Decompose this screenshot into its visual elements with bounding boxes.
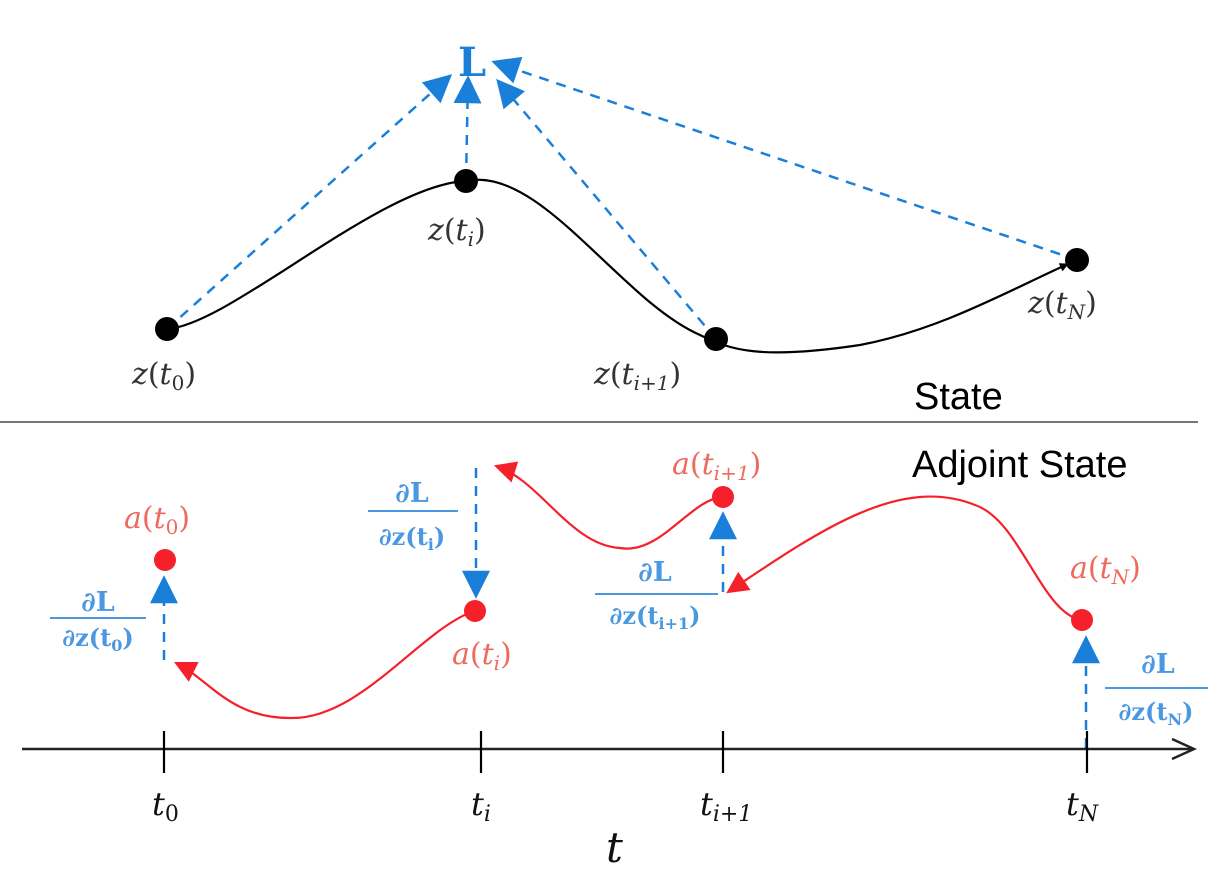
- loss-arrow-from-z-t0: [166, 74, 453, 330]
- gradient-label-t0: ∂L ∂z(t0): [50, 587, 146, 655]
- svg-text:∂z(tN): ∂z(tN): [1119, 697, 1194, 729]
- state-point-ti: [454, 169, 478, 193]
- loss-arrow-from-z-ti: [453, 75, 482, 182]
- state-point-t0: [155, 317, 179, 341]
- svg-text:∂L: ∂L: [1141, 649, 1174, 680]
- tick-label-t0: t0: [152, 785, 179, 827]
- state-panel: L z(t0) z(ti) z(ti+1) z(tN) State: [131, 39, 1097, 418]
- adjoint-label-ti1: a(ti+1): [672, 447, 761, 485]
- svg-text:∂z(ti+1): ∂z(ti+1): [610, 601, 701, 633]
- tick-label-tN: tN: [1066, 785, 1099, 827]
- loss-arrow-from-z-tN: [491, 56, 1078, 262]
- loss-label: L: [458, 39, 486, 86]
- state-section-label: State: [914, 376, 1003, 418]
- svg-text:∂z(ti): ∂z(ti): [379, 522, 445, 554]
- gradient-label-tN: ∂L ∂z(tN): [1105, 649, 1208, 729]
- axis-arrow-icon: [1171, 737, 1198, 761]
- state-label-ti1: z(ti+1): [593, 357, 681, 395]
- adjoint-curve-ti-to-t0: [174, 609, 475, 720]
- adjoint-point-t0: [154, 549, 176, 571]
- adjoint-label-t0: a(t0): [124, 501, 190, 539]
- adjoint-section-label: Adjoint State: [912, 444, 1127, 486]
- tick-label-ti1: ti+1: [700, 785, 752, 827]
- adjoint-point-ti1: [712, 486, 734, 508]
- adjoint-curve-tN-to-ti1: [726, 495, 1081, 622]
- adjoint-label-tN: a(tN): [1070, 551, 1141, 589]
- state-label-t0: z(t0): [131, 357, 196, 395]
- svg-text:∂L: ∂L: [638, 557, 671, 588]
- loss-dependency-arrows: [166, 56, 1078, 340]
- state-point-ti1: [704, 327, 728, 351]
- time-axis: t0 ti ti+1 tN t: [22, 731, 1198, 872]
- svg-text:∂L: ∂L: [395, 478, 428, 509]
- svg-text:∂L: ∂L: [81, 587, 114, 618]
- gradient-label-ti1: ∂L ∂z(ti+1): [595, 557, 718, 633]
- state-label-tN: z(tN): [1027, 286, 1097, 324]
- adjoint-point-ti: [464, 600, 486, 622]
- state-point-tN: [1065, 248, 1089, 272]
- adjoint-curve-ti1-to-ti: [493, 461, 723, 550]
- axis-title: t: [606, 823, 623, 872]
- tick-label-ti: ti: [471, 785, 491, 827]
- gradient-label-ti: ∂L ∂z(ti): [368, 478, 458, 554]
- adjoint-point-tN: [1071, 609, 1093, 631]
- adjoint-panel: Adjoint State a(t0) a(ti) a(ti+1): [50, 444, 1208, 748]
- svg-text:∂z(t0): ∂z(t0): [62, 623, 133, 655]
- loss-arrow-from-z-ti1: [496, 78, 717, 340]
- state-trajectory: [166, 178, 1069, 354]
- state-label-ti: z(ti): [427, 213, 486, 251]
- adjoint-label-ti: a(ti): [452, 637, 512, 675]
